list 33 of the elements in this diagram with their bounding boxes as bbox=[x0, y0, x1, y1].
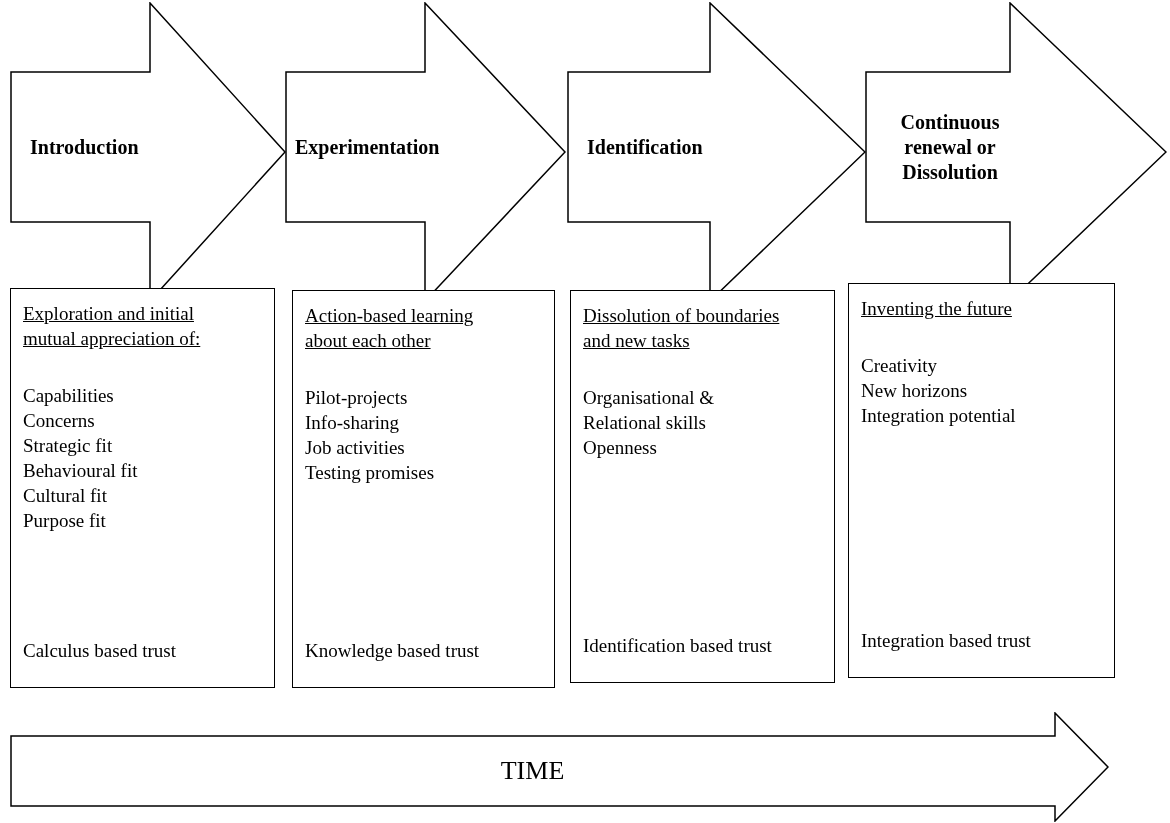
stage-box bbox=[570, 290, 835, 683]
list-item: Relational skills bbox=[583, 411, 707, 435]
list-item: New horizons bbox=[861, 379, 969, 403]
stage-title: Identification bbox=[587, 134, 703, 160]
list-item: Info-sharing bbox=[305, 411, 400, 435]
box-heading: Action-based learning about each other bbox=[305, 304, 475, 353]
list-item: Testing promises bbox=[305, 461, 436, 485]
list-item: Cultural fit bbox=[23, 484, 108, 508]
stage-title: Introduction bbox=[30, 134, 139, 160]
trust-label: Identification based trust bbox=[583, 634, 773, 658]
trust-label: Calculus based trust bbox=[23, 639, 178, 663]
list-item: Capabilities bbox=[23, 384, 115, 408]
stage-title: Continuous renewal or Dissolution bbox=[899, 109, 1001, 185]
box-heading: Dissolution of boundaries and new tasks bbox=[583, 304, 781, 353]
list-item: Strategic fit bbox=[23, 434, 114, 458]
list-item: Job activities bbox=[305, 436, 406, 460]
stage-box bbox=[292, 290, 555, 688]
list-item: Purpose fit bbox=[23, 509, 107, 533]
stage-title: Experimentation bbox=[295, 134, 440, 160]
stage-box bbox=[848, 283, 1115, 678]
stage-box bbox=[10, 288, 275, 688]
list-item: Organisational & bbox=[583, 386, 716, 410]
box-heading: Inventing the future bbox=[861, 297, 1013, 321]
trust-label: Knowledge based trust bbox=[305, 639, 481, 663]
stage-title: TIME bbox=[500, 754, 565, 787]
list-item: Integration potential bbox=[861, 404, 1017, 428]
box-heading: Exploration and initial mutual appreciation of: bbox=[23, 302, 202, 351]
list-item: Behavioural fit bbox=[23, 459, 139, 483]
list-item: Openness bbox=[583, 436, 658, 460]
trust-label: Integration based trust bbox=[861, 629, 1032, 653]
list-item: Concerns bbox=[23, 409, 96, 433]
list-item: Pilot-projects bbox=[305, 386, 409, 410]
list-item: Creativity bbox=[861, 354, 938, 378]
